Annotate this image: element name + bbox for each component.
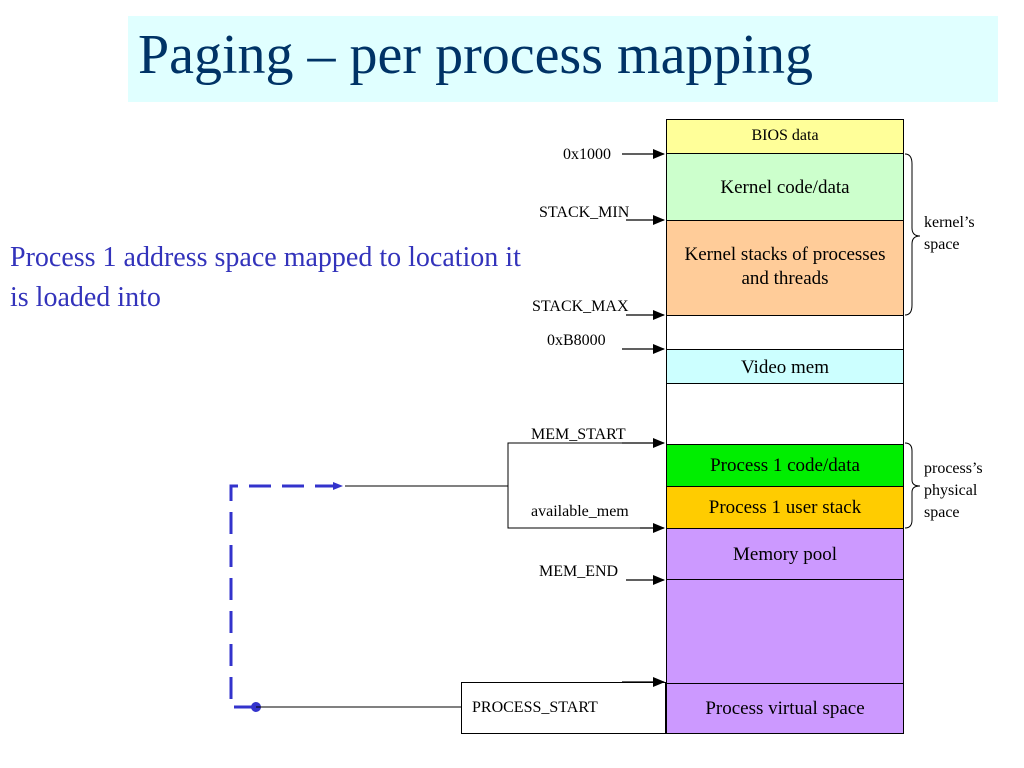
block-process-virtual: Process virtual space — [666, 683, 904, 734]
block-bios-data: BIOS data — [666, 119, 904, 154]
addr-available-mem: available_mem — [531, 503, 629, 520]
caption-text: Process 1 address space mapped to locati… — [10, 242, 521, 313]
slide-title: Paging – per process mapping — [138, 24, 813, 86]
mapping-dashed-line — [229, 482, 343, 709]
block-video-mem: Video mem — [666, 349, 904, 384]
block-process1-stack-label: Process 1 user stack — [708, 497, 862, 518]
addr-0x1000: 0x1000 — [563, 146, 611, 163]
block-memory-pool-label: Memory pool — [733, 544, 837, 565]
process-start-label: PROCESS_START — [472, 699, 598, 716]
block-kernel-stacks-label: Kernel stacks of processes and threads — [684, 244, 886, 289]
process-space-brace — [904, 442, 921, 529]
addr-mem-start: MEM_START — [531, 426, 626, 443]
block-kernel-code-label: Kernel code/data — [720, 177, 850, 198]
addr-stack-min: STACK_MIN — [539, 204, 630, 221]
block-process1-code-label: Process 1 code/data — [710, 455, 860, 476]
block-kernel-stacks: Kernel stacks of processes and threads — [666, 220, 904, 316]
block-memory-pool: Memory pool — [666, 528, 904, 580]
block-empty-1 — [666, 315, 904, 350]
block-video-mem-label: Video mem — [740, 357, 830, 378]
block-bios-data-label: BIOS data — [751, 127, 819, 144]
block-process-virtual-label: Process virtual space — [705, 698, 865, 719]
process-space-label: process’s physical space — [924, 460, 983, 521]
addr-0xb8000: 0xB8000 — [547, 332, 606, 349]
kernel-space-label: kernel’s space — [924, 214, 975, 253]
title-bar: Paging – per process mapping — [128, 16, 998, 102]
addr-stack-max: STACK_MAX — [532, 298, 629, 315]
process1-bracket — [507, 442, 664, 529]
process-start-box: PROCESS_START — [461, 682, 666, 734]
addr-mem-end: MEM_END — [539, 563, 619, 580]
kernel-space-brace — [904, 153, 921, 316]
block-process1-code: Process 1 code/data — [666, 444, 904, 487]
